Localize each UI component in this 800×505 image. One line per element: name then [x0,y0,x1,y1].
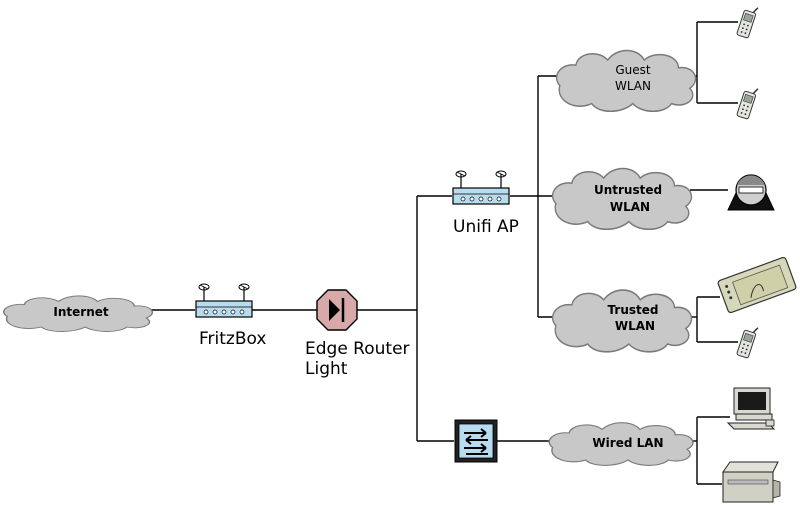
internet-cloud-label: Internet [53,305,108,319]
phone-icon-trusted [735,323,759,360]
switch-icon [454,419,498,463]
edge-router-label-line2: Light [305,359,348,379]
fritzbox-router-icon [195,283,253,318]
connection-lines [150,21,738,485]
desktop-icon [726,387,776,430]
trusted-wlan-label-line2: WLAN [615,319,655,333]
wired-lan-label: Wired LAN [592,436,663,450]
phone-icon-guest-2 [735,84,759,121]
fritzbox-label: FritzBox [199,329,266,349]
tablet-icon [717,256,797,314]
unifi-ap-router-icon [452,170,510,205]
phone-icon-guest-1 [735,3,759,40]
guest-wlan-label-line2: WLAN [615,79,651,93]
guest-wlan-label-line1: Guest [615,63,651,77]
edge-router-label-line1: Edge Router [305,339,410,359]
printer-icon [722,461,781,503]
trusted-wlan-label-line1: Trusted [608,303,659,317]
untrusted-wlan-cloud [551,167,693,231]
unifi-ap-label: Unifi AP [453,217,519,237]
webcam-icon [727,174,775,211]
untrusted-wlan-label-line2: WLAN [610,200,650,214]
untrusted-wlan-label-line1: Untrusted [594,183,662,197]
edge-router-icon [316,289,358,331]
